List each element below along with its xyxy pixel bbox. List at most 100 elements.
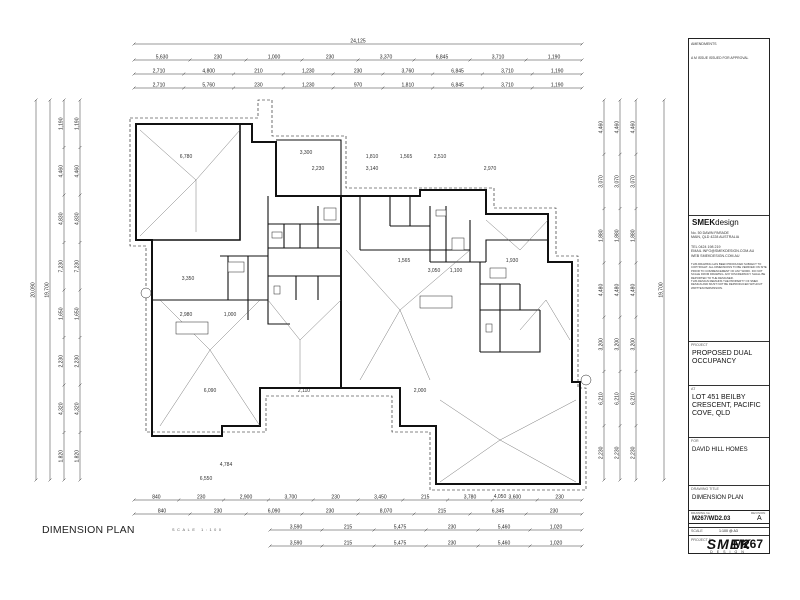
right-rows-dim-tick bbox=[602, 424, 606, 428]
right-rows-dim-tick bbox=[602, 478, 606, 482]
bottom-row4-dim-tick bbox=[268, 544, 272, 548]
top-row1-dim-label: 5,630 bbox=[156, 55, 169, 61]
right-rows2-dim-label: 1,880 bbox=[615, 229, 621, 242]
left-rows-dim-label: 4,320 bbox=[59, 402, 65, 415]
right-rows2-dim-tick bbox=[618, 424, 622, 428]
bottom-row4-dim-tick bbox=[528, 544, 532, 548]
right-rows-dim-label: 6,210 bbox=[599, 392, 605, 405]
top-overall-dim-label: 24,125 bbox=[350, 39, 366, 45]
bottom-row1-dim-label: 215 bbox=[421, 495, 430, 501]
scale-label: SCALE bbox=[691, 529, 703, 533]
interior-dim-label: 2,110 bbox=[298, 388, 310, 394]
right-interior-walls bbox=[359, 196, 548, 353]
top-row3-dim-label: 1,190 bbox=[551, 83, 564, 89]
roof-outline bbox=[129, 99, 587, 491]
bottom-row1-dim-tick bbox=[132, 498, 136, 502]
bottom-row4-dim-label: 5,475 bbox=[394, 541, 407, 547]
bottom-row4-dim-label: 5,460 bbox=[498, 541, 511, 547]
top-row3-dim-tick bbox=[530, 86, 534, 90]
island-bench-right bbox=[419, 295, 453, 309]
drawing-title-value: DIMENSION PLAN bbox=[692, 495, 744, 501]
at-label: AT bbox=[691, 387, 696, 391]
right-rows3-dim-label: 4,480 bbox=[631, 284, 637, 297]
plan-title: DIMENSION PLAN bbox=[42, 524, 135, 536]
top-row2-dim-label: 230 bbox=[354, 69, 363, 75]
left-overall-dim-tick bbox=[34, 98, 38, 102]
fixtures bbox=[140, 207, 592, 386]
right-rows3-dim-tick bbox=[634, 369, 638, 374]
left-rows2-dim-label: 2,230 bbox=[75, 355, 81, 368]
top-row2-dim-tick bbox=[231, 72, 236, 76]
right-rows2-dim-label: 4,460 bbox=[615, 121, 621, 134]
bottom-row3-dim-tick bbox=[528, 528, 532, 532]
bottom-row4-dim-tick bbox=[580, 544, 584, 548]
right-rows-dim-tick bbox=[602, 98, 606, 102]
left-rows-dim-label: 7,230 bbox=[59, 260, 65, 273]
right-rows2-dim-label: 2,230 bbox=[615, 446, 621, 459]
water-tank-right bbox=[580, 374, 592, 386]
left-rows-dim-tick bbox=[62, 383, 66, 387]
dimension-lines bbox=[34, 42, 666, 548]
left-unit-outline bbox=[135, 123, 342, 437]
left-rows2-dim-label: 4,460 bbox=[75, 165, 81, 178]
left-rows-dim-label: 1,820 bbox=[59, 450, 65, 463]
revision-value: A bbox=[757, 515, 762, 522]
top-row2-dim-label: 3,760 bbox=[402, 69, 415, 75]
top-row2-dim-tick bbox=[480, 72, 485, 76]
bottom-row4-dim-label: 1,020 bbox=[550, 541, 563, 547]
top-row1-dim-tick bbox=[188, 58, 192, 62]
island-bench-left bbox=[175, 321, 209, 335]
bottom-row4-dim-tick bbox=[424, 544, 428, 548]
bottom-row1-dim-label: 3,700 bbox=[285, 495, 298, 501]
left-rows-dim-tick bbox=[62, 478, 66, 482]
top-row3-dim-label: 5,760 bbox=[202, 83, 215, 89]
top-row3-dim-tick bbox=[331, 86, 335, 90]
right-rows-dim-label: 4,460 bbox=[599, 121, 605, 134]
left-rows-dim-label: 1,190 bbox=[59, 117, 65, 130]
right-overall-dim-tick bbox=[662, 98, 666, 102]
bottom-row2-dim-tick bbox=[132, 512, 136, 516]
bottom-row1-dim-tick bbox=[311, 498, 315, 502]
interior-dim-label: 4,050 bbox=[494, 494, 507, 500]
top-row1-dim-tick bbox=[524, 58, 528, 62]
scale-row: SCALE 1:100 @ A3 bbox=[689, 527, 769, 535]
top-row1-dim-label: 1,000 bbox=[268, 55, 281, 61]
left-rows-dim-tick bbox=[62, 430, 66, 435]
top-row3-dim-tick bbox=[182, 86, 186, 90]
interior-dim-label: 1,000 bbox=[224, 312, 237, 318]
left-garage-walls bbox=[135, 124, 241, 241]
interior-dim-label: 1,810 bbox=[366, 154, 379, 160]
at-section: AT LOT 451 BEILBY CRESCENT, PACIFIC COVE… bbox=[689, 385, 769, 429]
interior-dim-label: 3,050 bbox=[428, 268, 441, 274]
left-rows-dim-label: 2,230 bbox=[59, 355, 65, 368]
bottom-row1-dim-tick bbox=[445, 498, 450, 502]
drawing-no-label: DRAWING No. bbox=[691, 511, 711, 515]
bottom-row4-dim-tick bbox=[320, 544, 324, 548]
bottom-row2-dim-tick bbox=[468, 512, 472, 516]
right-rows-dim-tick bbox=[602, 261, 606, 265]
bottom-row2-dim-label: 215 bbox=[438, 509, 447, 515]
top-row1-dim-tick bbox=[412, 58, 416, 62]
bottom-row2-dim-label: 840 bbox=[158, 509, 167, 515]
top-row2-dim-label: 210 bbox=[254, 69, 263, 75]
right-rows3-dim-tick bbox=[634, 261, 638, 265]
brand-name: SMEKdesign bbox=[692, 218, 739, 227]
bottom-row3-dim-label: 1,020 bbox=[550, 525, 563, 531]
left-rows-dim-tick bbox=[62, 98, 66, 102]
left-rows2-dim-tick bbox=[78, 288, 82, 292]
bottom-row1-dim-label: 230 bbox=[331, 495, 340, 501]
left-rows-dim-label: 1,650 bbox=[59, 307, 65, 320]
right-rows2-dim-label: 3,070 bbox=[615, 175, 621, 188]
project-value: PROPOSED DUAL OCCUPANCY bbox=[692, 350, 753, 365]
vanity-right bbox=[435, 209, 447, 217]
top-row1-dim-tick bbox=[468, 58, 472, 62]
interior-dim-label: 6,090 bbox=[204, 388, 217, 394]
right-rows2-dim-tick bbox=[618, 369, 622, 374]
project-label: PROJECT bbox=[691, 343, 708, 347]
revision-header: AMENDMENTS bbox=[691, 42, 717, 46]
drawing-no-block: DRAWING No. REVISION M267/WD2.03 A bbox=[688, 510, 770, 524]
logo-main: SMEK bbox=[706, 536, 752, 552]
for-section: FOR DAVID HILL HOMES bbox=[689, 437, 769, 477]
shower-right bbox=[451, 237, 465, 251]
